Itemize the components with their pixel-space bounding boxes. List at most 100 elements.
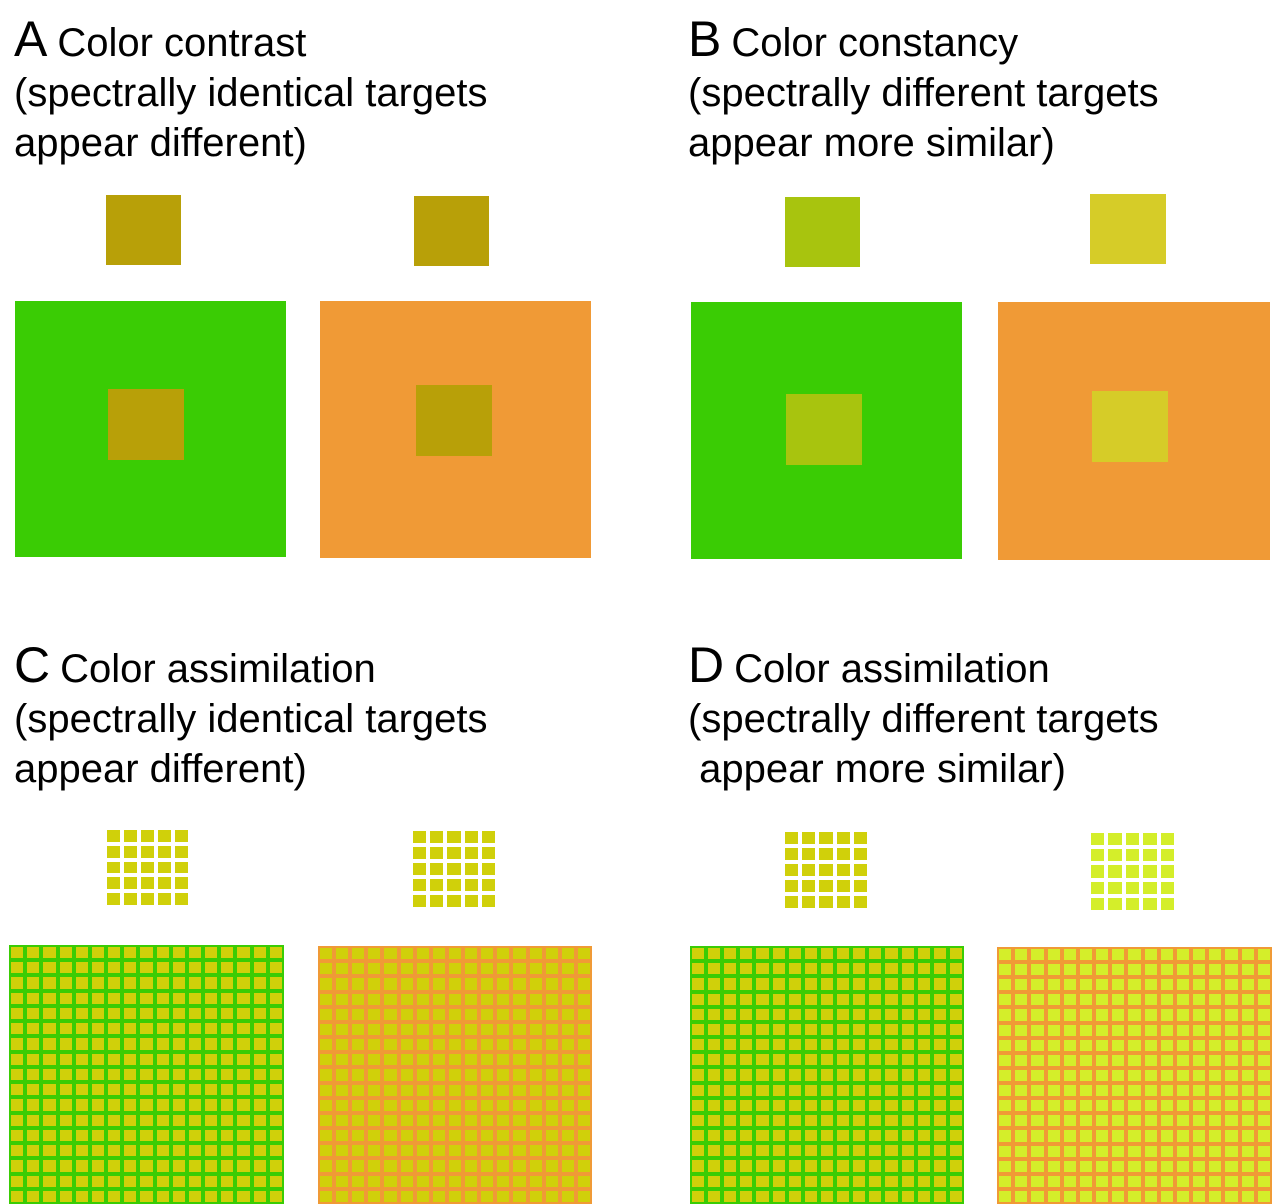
grid-tile bbox=[1031, 1024, 1044, 1036]
grid-tile bbox=[1193, 1160, 1206, 1172]
grid-tile bbox=[108, 1084, 121, 1096]
grid-tile bbox=[465, 1114, 478, 1127]
grid-tile bbox=[999, 1039, 1012, 1051]
grid-tile bbox=[432, 1084, 445, 1096]
grid-tile bbox=[124, 962, 137, 974]
grid-tile bbox=[577, 1190, 590, 1202]
grid-tile bbox=[205, 977, 218, 989]
panel-a-right-isolated-target bbox=[414, 196, 489, 266]
grid-tile bbox=[1031, 1190, 1044, 1202]
grid-tile bbox=[869, 1008, 882, 1020]
grid-tile bbox=[724, 963, 737, 975]
grid-tile bbox=[545, 993, 558, 1005]
grid-tile bbox=[577, 993, 590, 1005]
grid-tile bbox=[1047, 1145, 1060, 1157]
grid-tile bbox=[1144, 1054, 1157, 1066]
grid-tile bbox=[269, 1053, 282, 1065]
grid-tile bbox=[140, 1007, 153, 1020]
grid-tile bbox=[59, 947, 72, 959]
grid-tile bbox=[352, 963, 365, 975]
grid-tile bbox=[804, 993, 817, 1005]
grid-tile bbox=[124, 861, 137, 874]
grid-tile bbox=[836, 848, 850, 860]
grid-tile bbox=[368, 1130, 381, 1142]
grid-tile bbox=[400, 1114, 413, 1127]
grid-tile bbox=[448, 1114, 462, 1127]
grid-tile bbox=[545, 1114, 558, 1127]
grid-tile bbox=[692, 978, 705, 990]
panel-a-letter: A bbox=[14, 11, 48, 67]
grid-tile bbox=[11, 1145, 24, 1157]
grid-tile bbox=[1143, 897, 1157, 910]
grid-tile bbox=[917, 963, 930, 975]
grid-tile bbox=[917, 1069, 930, 1081]
grid-tile bbox=[320, 1145, 333, 1157]
grid-tile bbox=[708, 1114, 721, 1127]
grid-tile bbox=[205, 962, 218, 974]
grid-tile bbox=[949, 1084, 962, 1096]
grid-tile bbox=[221, 1114, 234, 1126]
grid-tile bbox=[124, 1190, 137, 1202]
grid-tile bbox=[448, 1069, 462, 1081]
grid-tile bbox=[1128, 1069, 1141, 1082]
grid-tile bbox=[853, 1114, 866, 1127]
grid-tile bbox=[1176, 979, 1190, 991]
panel-d-right-isolated-grid bbox=[1091, 833, 1174, 910]
grid-tile bbox=[1125, 897, 1140, 910]
grid-tile bbox=[1015, 1175, 1028, 1187]
grid-tile bbox=[11, 1068, 24, 1081]
grid-tile bbox=[465, 1054, 478, 1066]
grid-tile bbox=[561, 1145, 574, 1157]
grid-tile bbox=[692, 993, 705, 1005]
grid-tile bbox=[885, 1145, 898, 1157]
grid-tile bbox=[481, 879, 495, 891]
grid-tile bbox=[221, 977, 234, 989]
grid-tile bbox=[221, 992, 234, 1004]
grid-tile bbox=[1015, 979, 1028, 991]
grid-tile bbox=[577, 1039, 590, 1051]
grid-tile bbox=[59, 962, 72, 974]
grid-tile bbox=[188, 1099, 202, 1111]
grid-tile bbox=[1209, 1039, 1222, 1051]
grid-tile bbox=[1241, 1069, 1254, 1082]
grid-tile bbox=[756, 1023, 769, 1036]
grid-tile bbox=[497, 1054, 510, 1066]
grid-tile bbox=[1063, 1160, 1076, 1172]
grid-tile bbox=[43, 977, 56, 989]
grid-tile bbox=[999, 994, 1012, 1006]
grid-tile bbox=[802, 832, 816, 844]
grid-tile bbox=[837, 963, 850, 975]
grid-tile bbox=[172, 1160, 185, 1172]
grid-tile bbox=[158, 861, 171, 874]
grid-tile bbox=[368, 1175, 381, 1187]
grid-tile bbox=[108, 1145, 121, 1157]
grid-tile bbox=[1144, 1115, 1157, 1127]
grid-tile bbox=[1063, 1054, 1076, 1066]
grid-tile bbox=[368, 978, 381, 990]
grid-tile bbox=[756, 1099, 769, 1111]
grid-tile bbox=[885, 1130, 898, 1142]
grid-tile bbox=[1176, 1039, 1190, 1051]
grid-tile bbox=[1015, 964, 1028, 976]
grid-tile bbox=[432, 948, 445, 960]
grid-tile bbox=[124, 1129, 137, 1142]
grid-tile bbox=[513, 1130, 526, 1142]
grid-tile bbox=[368, 1145, 381, 1157]
grid-tile bbox=[1063, 1069, 1076, 1082]
grid-tile bbox=[384, 1099, 397, 1111]
grid-tile bbox=[432, 1160, 445, 1172]
grid-tile bbox=[413, 895, 427, 907]
grid-tile bbox=[124, 947, 137, 959]
grid-tile bbox=[237, 1160, 250, 1172]
grid-tile bbox=[368, 1054, 381, 1066]
grid-tile bbox=[513, 1175, 526, 1187]
grid-tile bbox=[465, 1023, 478, 1036]
grid-tile bbox=[1176, 1085, 1190, 1097]
grid-tile bbox=[27, 1068, 40, 1081]
grid-tile bbox=[772, 1069, 785, 1081]
grid-tile bbox=[11, 1190, 24, 1202]
grid-tile bbox=[1241, 1160, 1254, 1172]
grid-tile bbox=[124, 1084, 137, 1096]
grid-tile bbox=[853, 1099, 866, 1111]
grid-tile bbox=[917, 1084, 930, 1096]
